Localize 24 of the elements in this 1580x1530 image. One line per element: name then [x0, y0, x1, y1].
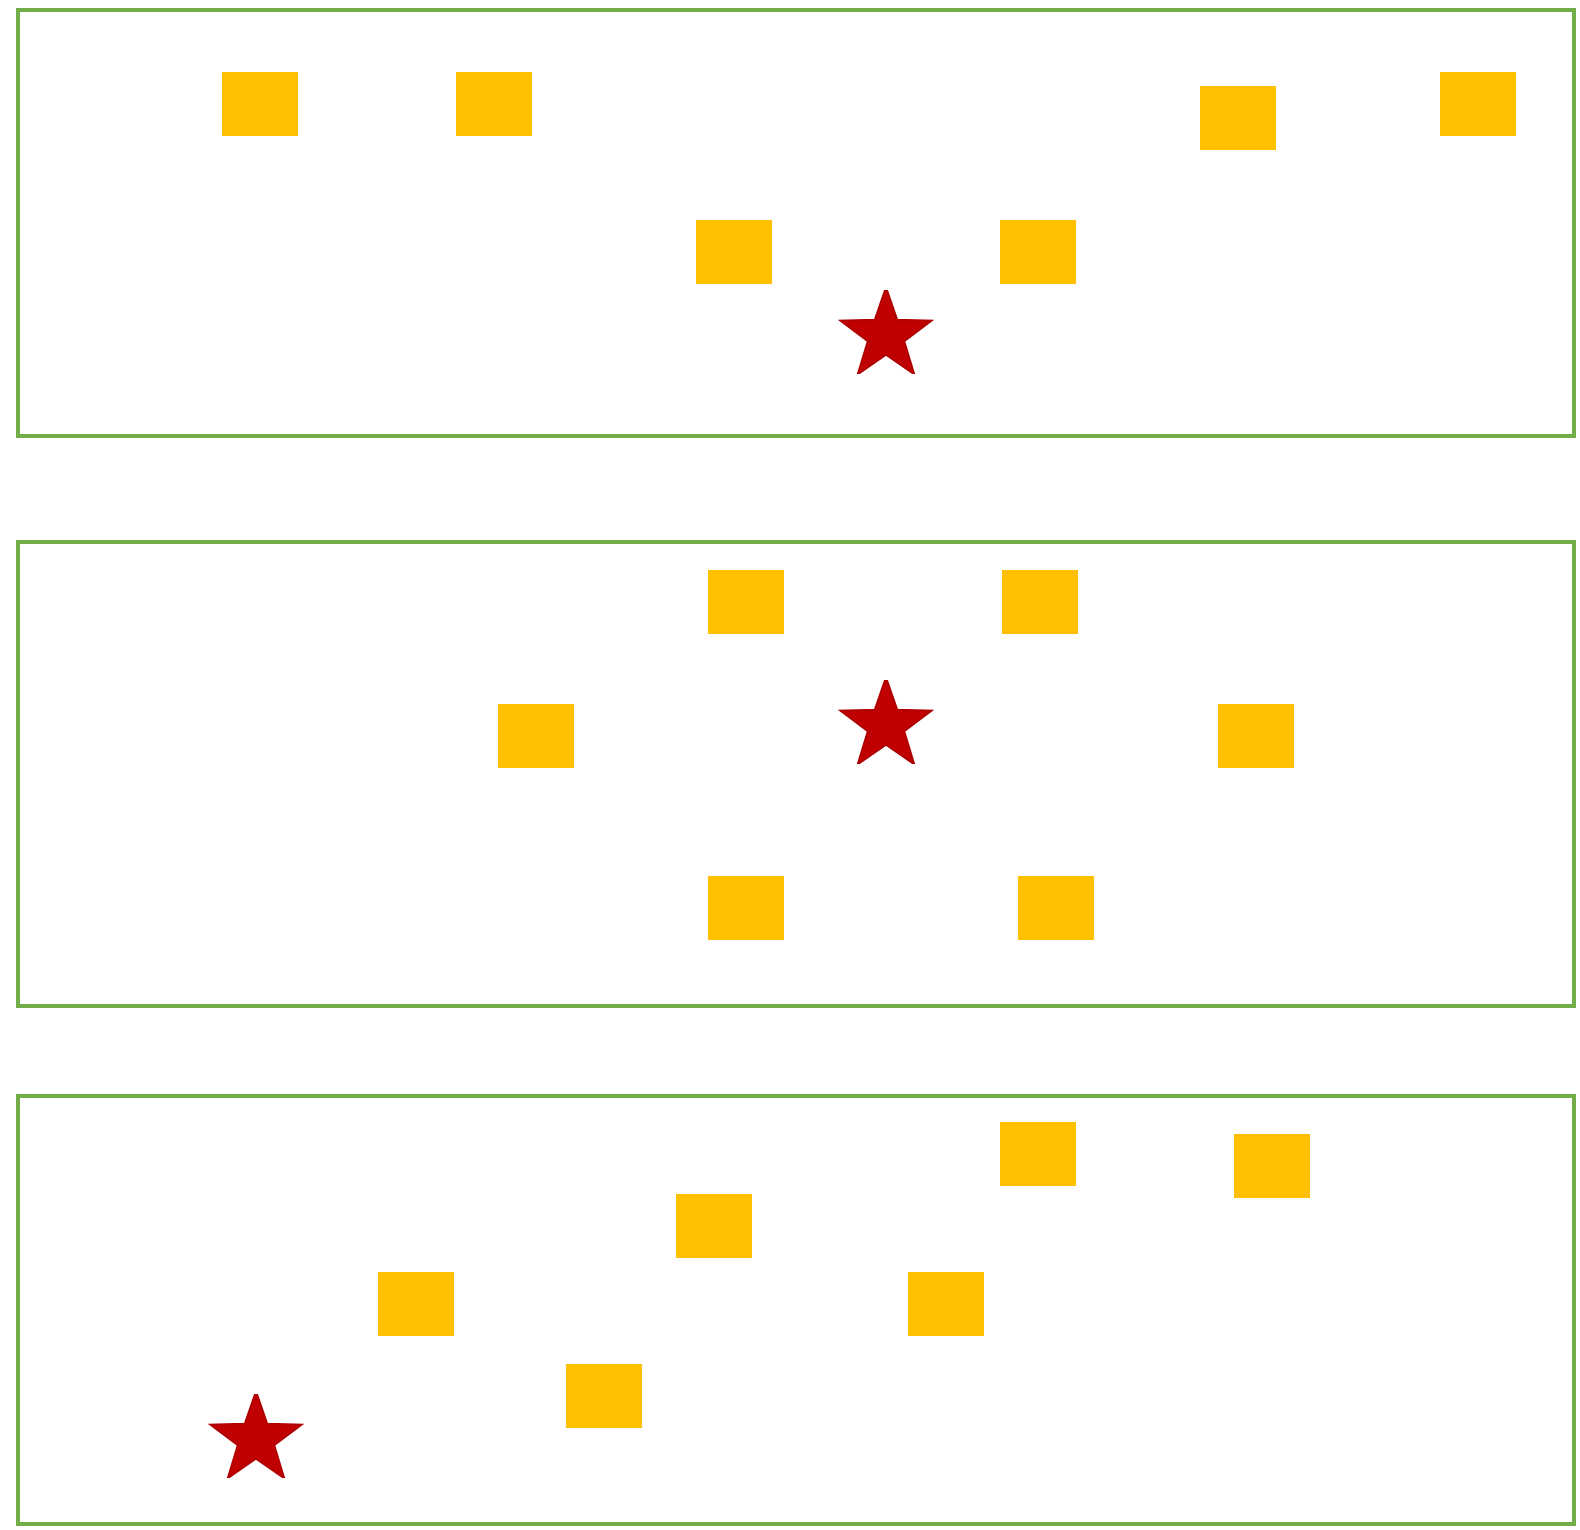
square-marker [676, 1194, 752, 1258]
square-marker [1234, 1134, 1310, 1198]
square-marker [1440, 72, 1516, 136]
square-marker [1000, 220, 1076, 284]
panel-frame [16, 540, 1576, 1008]
square-marker [1200, 86, 1276, 150]
square-marker [708, 876, 784, 940]
square-marker [908, 1272, 984, 1336]
star-marker [208, 1394, 304, 1478]
square-marker [1218, 704, 1294, 768]
star-marker [838, 290, 934, 374]
square-marker [378, 1272, 454, 1336]
panel-frame [16, 8, 1576, 438]
square-marker [566, 1364, 642, 1428]
square-marker [696, 220, 772, 284]
square-marker [1002, 570, 1078, 634]
panel-frame [16, 1094, 1576, 1526]
square-marker [222, 72, 298, 136]
square-marker [1018, 876, 1094, 940]
square-marker [708, 570, 784, 634]
square-marker [498, 704, 574, 768]
square-marker [456, 72, 532, 136]
square-marker [1000, 1122, 1076, 1186]
star-marker [838, 680, 934, 764]
